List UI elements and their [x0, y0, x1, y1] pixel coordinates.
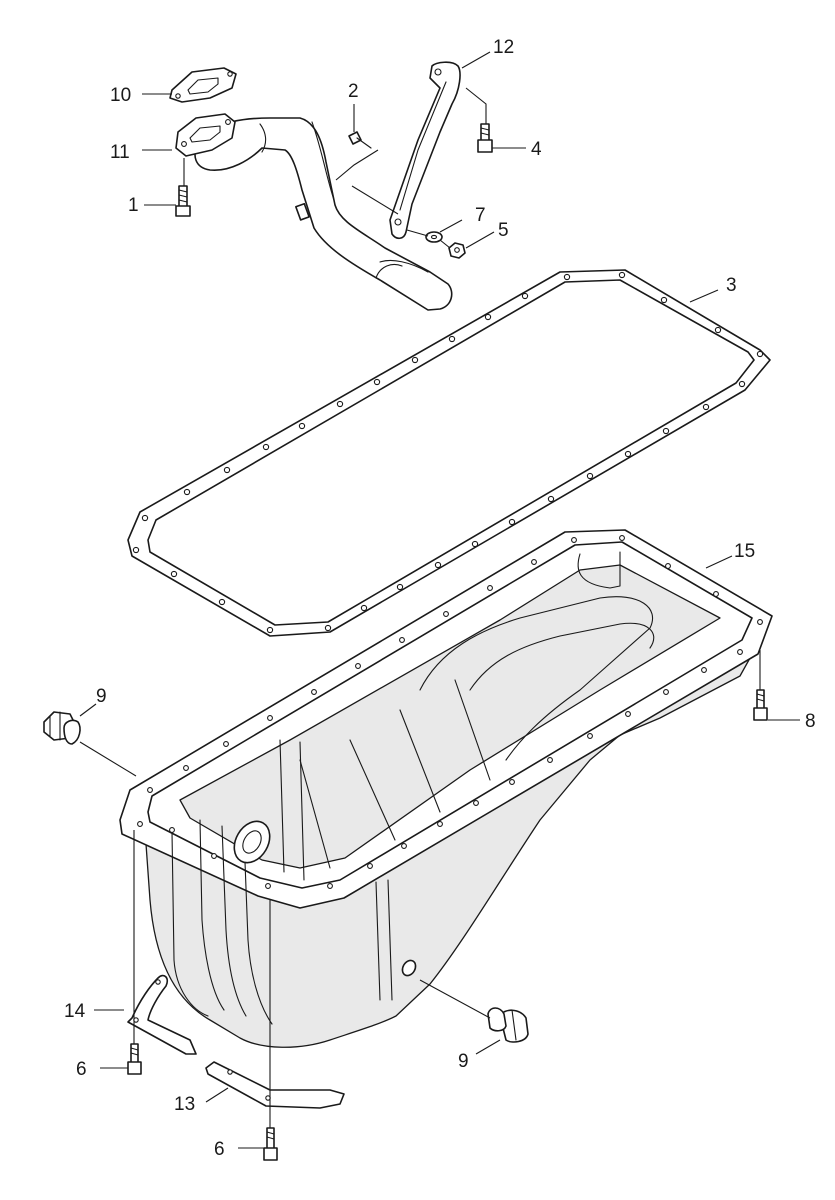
- callout-13: 13: [174, 1094, 195, 1115]
- callout-9-lower: 9: [458, 1051, 469, 1072]
- callout-6-right: 6: [214, 1139, 225, 1160]
- callout-7: 7: [475, 205, 486, 226]
- oil-pickup-tube[interactable]: [194, 117, 453, 311]
- pan-bolt-holes: [137, 535, 763, 889]
- flange-bolt[interactable]: [175, 185, 191, 217]
- flange-gasket[interactable]: [169, 67, 237, 103]
- callout-14: 14: [64, 1001, 86, 1022]
- callout-4: 4: [531, 139, 542, 160]
- callout-leaders: [79, 51, 800, 1149]
- bracket-13[interactable]: [205, 1061, 345, 1109]
- support-bracket[interactable]: [389, 61, 461, 240]
- bracket-bolt-upper[interactable]: [477, 123, 493, 153]
- callout-9-upper: 9: [96, 686, 107, 707]
- drain-plug-upper[interactable]: [43, 711, 81, 745]
- callout-12: 12: [493, 37, 514, 58]
- callout-10: 10: [110, 85, 131, 106]
- callout-2: 2: [348, 81, 359, 102]
- bracket-bolt-left[interactable]: [127, 1043, 142, 1075]
- drain-plug-lower[interactable]: [487, 1007, 529, 1043]
- callout-1: 1: [128, 195, 139, 216]
- washer[interactable]: [425, 231, 443, 243]
- callout-8: 8: [805, 711, 816, 732]
- bracket-14[interactable]: [127, 974, 197, 1055]
- bracket-bolt-right[interactable]: [263, 1127, 278, 1161]
- callout-6-left: 6: [76, 1059, 87, 1080]
- pan-side-bolt[interactable]: [753, 689, 768, 721]
- oil-pan-gasket[interactable]: [127, 269, 771, 637]
- callout-3: 3: [726, 275, 737, 296]
- pickup-flange[interactable]: [175, 113, 236, 157]
- small-bolt[interactable]: [348, 131, 372, 149]
- gasket-bolt-holes: [132, 271, 764, 634]
- callout-11: 11: [110, 142, 130, 163]
- callout-15: 15: [734, 541, 755, 562]
- hex-nut[interactable]: [448, 242, 466, 259]
- callout-5: 5: [498, 220, 509, 241]
- oil-pan[interactable]: [119, 529, 773, 1048]
